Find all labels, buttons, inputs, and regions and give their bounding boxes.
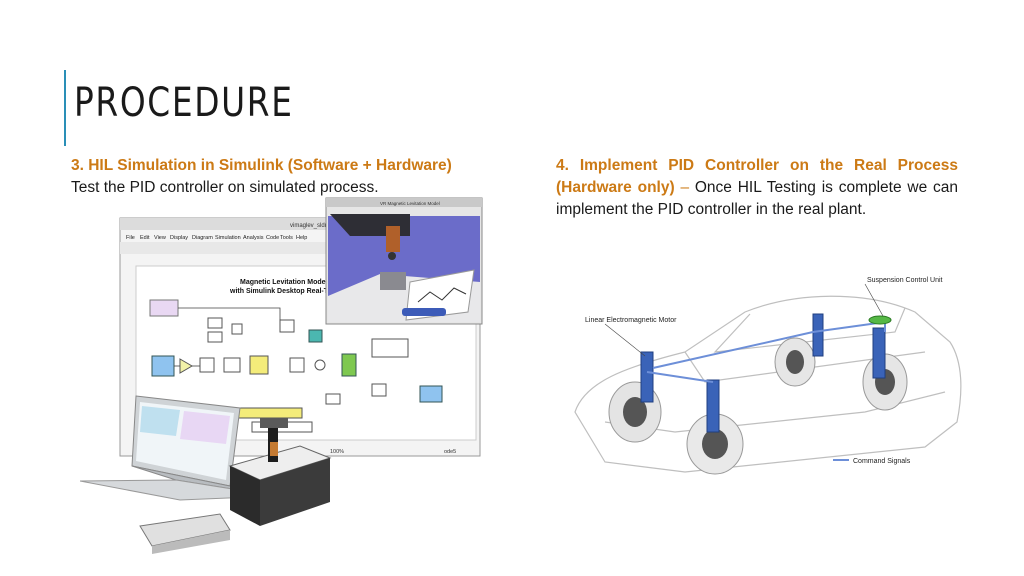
right-column: 4. Implement PID Controller on the Real … [556, 155, 958, 221]
menu-diagram[interactable]: Diagram [192, 235, 213, 241]
hil-setup-image: vimaglev_sldrt File Edit View Display Di… [79, 196, 484, 554]
legend-command-signals: Command Signals [853, 458, 911, 465]
maglev-hardware [139, 418, 332, 554]
right-body-text: Once HIL Testing is complete we can impl… [556, 179, 959, 218]
title-accent-bar [64, 70, 66, 146]
status-solver: ode5 [444, 449, 456, 455]
vr-window-title: VR Magnetic Levitation Model [380, 201, 440, 206]
menu-help[interactable]: Help [296, 235, 307, 241]
car-suspension-image: Suspension Control Unit Linear Electroma… [565, 272, 965, 482]
hil-setup-illustration: vimaglev_sldrt File Edit View Display Di… [79, 197, 483, 554]
menu-tools[interactable]: Tools [280, 235, 293, 241]
left-body-text: Test the PID controller on simulated pro… [71, 179, 379, 196]
right-dash: – [674, 179, 695, 196]
menu-code[interactable]: Code [266, 235, 279, 241]
brake-front-left [623, 397, 647, 427]
model-title: Magnetic Levitation Model [240, 279, 328, 286]
command-signal-lines [652, 320, 886, 369]
status-zoom: 100% [330, 449, 344, 455]
right-heading: 4. Implement PID Controller on the Real … [556, 157, 958, 196]
actuators [640, 313, 886, 433]
label-suspension-control-unit: Suspension Control Unit [867, 277, 943, 284]
menu-display[interactable]: Display [170, 235, 188, 241]
menu-edit[interactable]: Edit [140, 235, 150, 241]
car-suspension-illustration: Suspension Control Unit Linear Electroma… [574, 277, 962, 475]
left-column: 3. HIL Simulation in Simulink (Software … [71, 155, 511, 199]
simulink-window-title: vimaglev_sldrt [290, 223, 329, 229]
label-linear-motor: Linear Electromagnetic Motor [585, 317, 677, 324]
menu-simulation[interactable]: Simulation [215, 235, 241, 241]
left-heading: 3. HIL Simulation in Simulink (Software … [71, 157, 452, 174]
simulink-menubar: File Edit View Display Diagram Simulatio… [126, 235, 307, 241]
slide-title: PROCEDURE [74, 80, 294, 126]
suspension-control-unit [868, 315, 892, 325]
menu-analysis[interactable]: Analysis [243, 235, 264, 241]
model-subtitle: with Simulink Desktop Real-Time [229, 288, 340, 295]
menu-file[interactable]: File [126, 235, 135, 241]
menu-view[interactable]: View [154, 235, 166, 241]
